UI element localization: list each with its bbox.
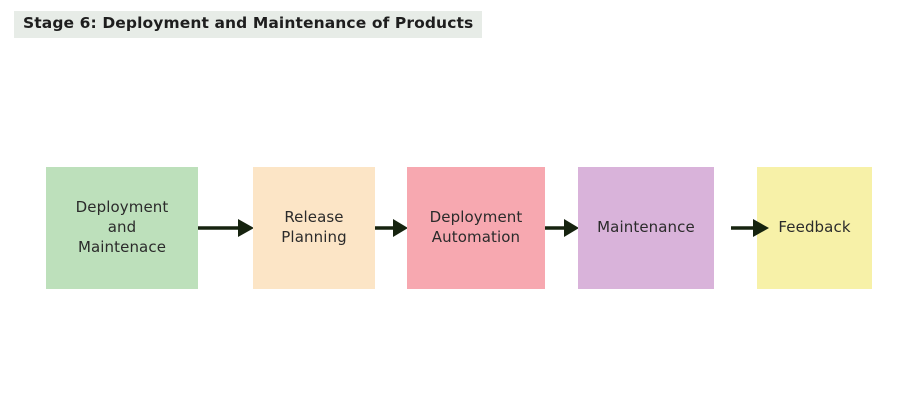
flow-node-maintenance[interactable]: Maintenance	[578, 167, 714, 289]
flow-arrow-3-icon	[545, 215, 579, 241]
flow-node-deployment-and-maintenace[interactable]: Deployment and Maintenace	[46, 167, 198, 289]
flowchart: Deployment and Maintenace Release Planni…	[0, 167, 915, 289]
flow-node-label: Feedback	[778, 218, 851, 237]
flow-node-label: Deployment and Maintenace	[75, 198, 169, 256]
flow-arrow-2-icon	[375, 215, 408, 241]
page-title: Stage 6: Deployment and Maintenance of P…	[14, 11, 483, 38]
flow-node-label: Maintenance	[597, 218, 695, 237]
flow-arrow-4-icon	[731, 215, 769, 241]
flow-node-label: Deployment Automation	[429, 208, 523, 246]
flow-arrow-1-icon	[198, 215, 254, 241]
flow-node-label: Release Planning	[281, 208, 347, 246]
flow-node-release-planning[interactable]: Release Planning	[253, 167, 375, 289]
flow-node-feedback[interactable]: Feedback	[757, 167, 872, 289]
flow-node-deployment-automation[interactable]: Deployment Automation	[407, 167, 545, 289]
